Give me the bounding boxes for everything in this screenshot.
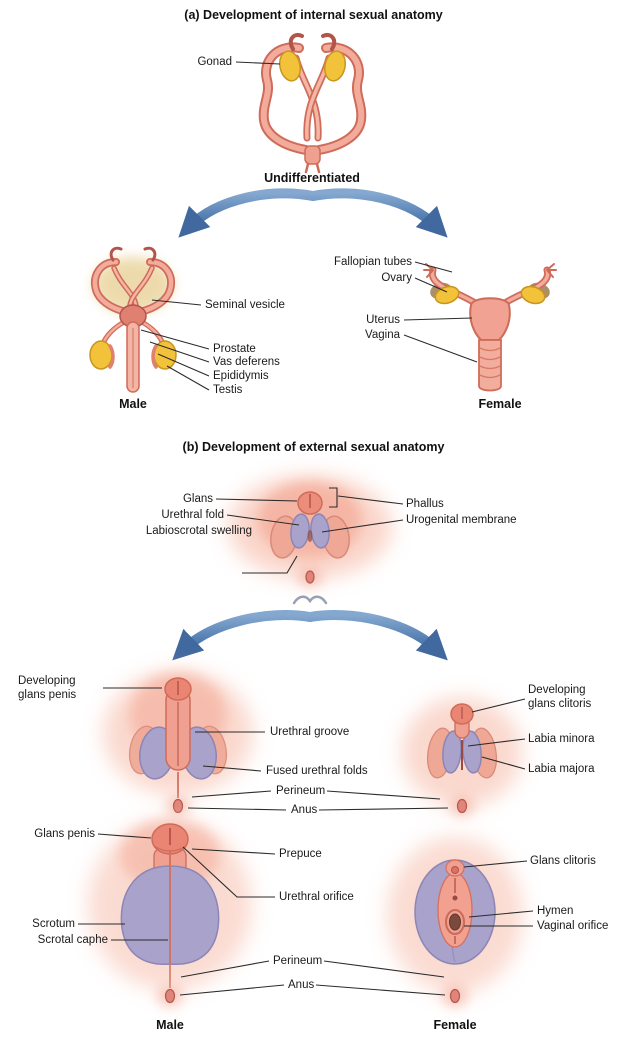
- section-b-title: (b) Development of external sexual anato…: [182, 440, 445, 454]
- ovary-right-shape: [520, 285, 546, 305]
- gonad-left: [278, 50, 302, 82]
- label-anus-mature: Anus: [288, 979, 315, 991]
- label-urethral-fold: Urethral fold: [161, 509, 224, 521]
- label-prepuce: Prepuce: [279, 848, 322, 860]
- branch-arrow-internal: [178, 188, 448, 238]
- gonad-right: [323, 50, 347, 82]
- label-fused-urethral-folds: Fused urethral folds: [266, 765, 368, 777]
- label-urethral-groove: Urethral groove: [270, 726, 350, 738]
- uterus-shape: [469, 297, 511, 341]
- label-fallopian-tubes: Fallopian tubes: [334, 256, 412, 268]
- label-scrotal-caphe: Scrotal caphe: [37, 934, 108, 946]
- label-developing-glans-penis: Developing glans penis: [18, 675, 77, 701]
- label-uterus: Uterus: [366, 314, 400, 326]
- curl-brace: [292, 595, 328, 605]
- label-vagina: Vagina: [365, 329, 400, 341]
- vagina-shape: [478, 339, 502, 392]
- label-vas-deferens: Vas deferens: [213, 356, 280, 368]
- label-testis: Testis: [213, 384, 243, 396]
- figure-undifferentiated-external: [228, 475, 392, 587]
- caption-undifferentiated: Undifferentiated: [264, 171, 360, 185]
- label-anus-developing: Anus: [291, 804, 318, 816]
- branch-arrow-external: [172, 610, 448, 661]
- glans-clitoris-shape: [451, 866, 459, 874]
- label-glans-clitoris: Glans clitoris: [530, 855, 596, 867]
- leader-lines: [78, 61, 534, 996]
- figure-developing-female: [402, 697, 522, 816]
- label-labia-minora: Labia minora: [528, 733, 595, 745]
- ovary-left-shape: [434, 285, 460, 305]
- label-seminal-vesicle: Seminal vesicle: [205, 299, 285, 311]
- caption-male-external: Male: [156, 1018, 184, 1032]
- section-a-title: (a) Development of internal sexual anato…: [184, 8, 443, 22]
- figure-female-internal: [423, 263, 557, 392]
- caption-male-internal: Male: [119, 397, 147, 411]
- vaginal-orifice-shape: [449, 913, 461, 931]
- label-epididymis: Epididymis: [213, 370, 269, 382]
- caption-female-external: Female: [433, 1018, 477, 1032]
- label-developing-glans-clitoris: Developing glans clitoris: [528, 684, 592, 710]
- label-ovary: Ovary: [381, 272, 412, 284]
- label-scrotum: Scrotum: [32, 918, 75, 930]
- label-gonad: Gonad: [197, 56, 232, 68]
- figure-mature-female: [387, 837, 523, 1007]
- label-glans-penis: Glans penis: [34, 828, 95, 840]
- label-vaginal-orifice: Vaginal orifice: [537, 920, 609, 932]
- label-perineum-mature: Perineum: [273, 955, 323, 967]
- label-labioscrotal-swelling: Labioscrotal swelling: [145, 525, 252, 537]
- figure-developing-male: [103, 671, 253, 816]
- caption-female-internal: Female: [478, 397, 522, 411]
- urethral-orifice-shape: [452, 895, 458, 901]
- hymen-shape: [445, 909, 465, 935]
- label-hymen: Hymen: [537, 905, 574, 917]
- figure-undifferentiated-internal: [258, 33, 367, 174]
- label-glans: Glans: [182, 493, 213, 505]
- figure-mature-male: [88, 820, 252, 1007]
- label-phallus: Phallus: [406, 498, 444, 510]
- label-urethral-orifice: Urethral orifice: [279, 891, 354, 903]
- label-labia-majora: Labia majora: [528, 763, 595, 775]
- label-perineum-developing: Perineum: [276, 785, 326, 797]
- label-prostate: Prostate: [213, 343, 256, 355]
- label-urogenital-membrane: Urogenital membrane: [406, 514, 517, 526]
- figure-male-internal: [89, 246, 177, 393]
